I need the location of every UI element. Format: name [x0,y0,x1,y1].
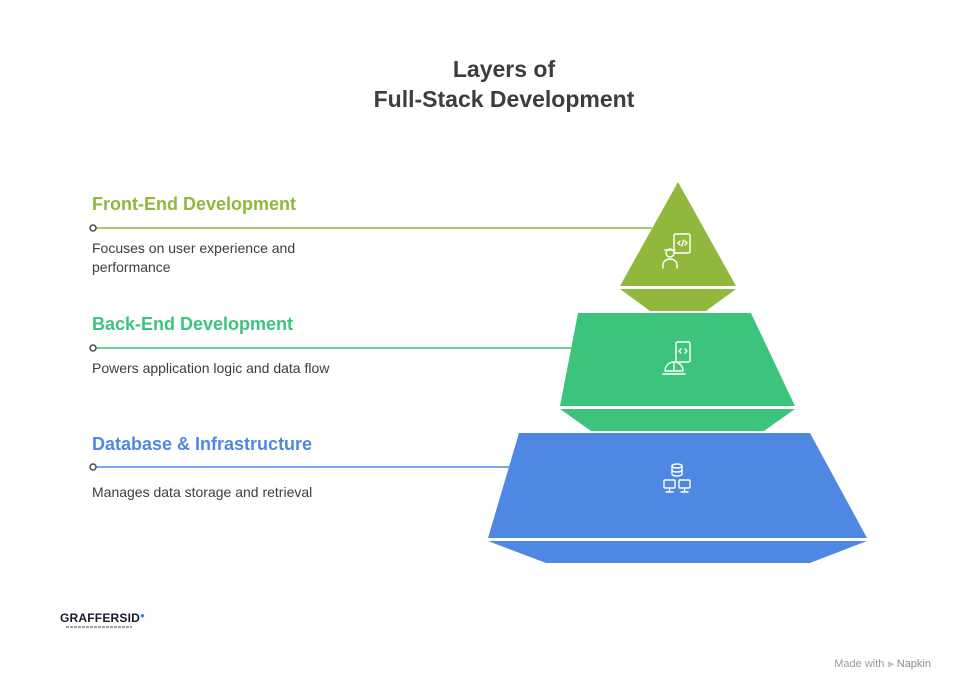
layer-description-front-end: Focuses on user experience and performan… [92,240,296,275]
graffersid-logo: GRAFFERSID● [60,611,145,625]
developer-code-icon [662,233,691,269]
builder-code-file-icon [662,341,691,375]
napkin-icon: ⫸ [887,658,894,670]
napkin-brand: Napkin [896,658,931,670]
logo-text: GRAFFERSID [60,611,140,625]
layer-description-back-end: Powers application logic and data flow [92,360,330,376]
connector-back-end [89,344,590,352]
layer-title-back-end: Back-End Development [92,314,294,334]
pyramid-layer-back-end [560,313,795,431]
pyramid-layer-database [488,433,867,563]
made-with-prefix: Made with [834,658,885,670]
connector-database [89,463,528,471]
database-server-icon [663,463,691,493]
logo-mark: ● [140,611,146,620]
diagram-title-line2: Full-Stack Development [373,86,635,112]
logo-tagline-decoration [66,626,132,628]
pyramid-layer-front-end [620,182,736,311]
diagram-title-line1: Layers of [452,56,556,82]
layer-description-database: Manages data storage and retrieval [92,484,313,500]
layer-title-front-end: Front-End Development [92,194,297,214]
made-with-napkin: Made with ⫸ Napkin [834,658,931,671]
layer-title-database: Database & Infrastructure [92,434,313,454]
connector-front-end [89,224,652,232]
